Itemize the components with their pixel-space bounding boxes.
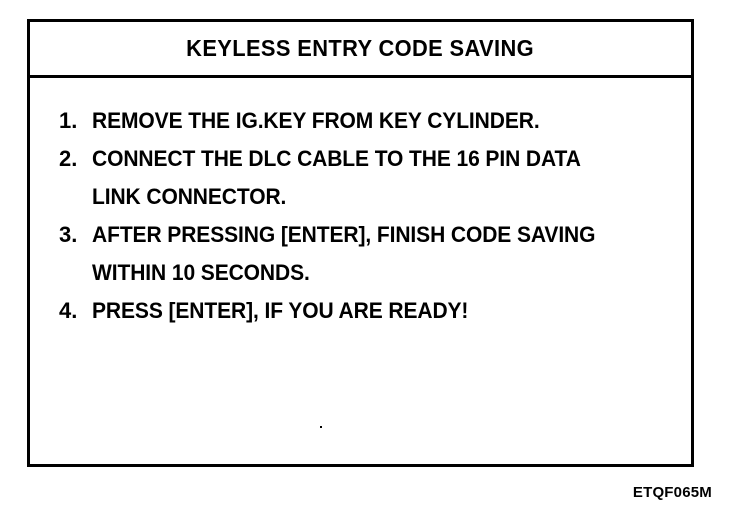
list-item-continuation: 2. LINK CONNECTOR. — [30, 178, 691, 216]
list-item: 1. REMOVE THE IG.KEY FROM KEY CYLINDER. — [30, 102, 691, 140]
page-title: KEYLESS ENTRY CODE SAVING — [186, 35, 535, 61]
list-item: 3. AFTER PRESSING [ENTER], FINISH CODE S… — [30, 216, 691, 254]
step-text-continued: LINK CONNECTOR. — [92, 184, 287, 209]
step-text: AFTER PRESSING [ENTER], FINISH CODE SAVI… — [92, 222, 596, 247]
step-number: 4. — [59, 298, 78, 323]
step-number: 1. — [59, 108, 78, 133]
step-number: 2. — [59, 146, 78, 171]
figure-caption: ETQF065M — [632, 484, 712, 501]
list-item-continuation: 3. WITHIN 10 SECONDS. — [30, 254, 691, 292]
list-item: 4. PRESS [ENTER], IF YOU ARE READY! — [30, 292, 691, 330]
panel-title-bar: KEYLESS ENTRY CODE SAVING — [30, 22, 691, 78]
instruction-step-list: 1. REMOVE THE IG.KEY FROM KEY CYLINDER. … — [30, 78, 691, 464]
step-text: REMOVE THE IG.KEY FROM KEY CYLINDER. — [92, 108, 540, 133]
step-text: CONNECT THE DLC CABLE TO THE 16 PIN DATA — [92, 146, 581, 171]
scan-artifact-speck — [320, 426, 322, 428]
keyless-entry-code-saving-panel: KEYLESS ENTRY CODE SAVING 1. REMOVE THE … — [27, 19, 694, 467]
step-number: 3. — [59, 222, 78, 247]
step-text-continued: WITHIN 10 SECONDS. — [92, 260, 310, 285]
step-text: PRESS [ENTER], IF YOU ARE READY! — [92, 298, 469, 323]
list-item: 2. CONNECT THE DLC CABLE TO THE 16 PIN D… — [30, 140, 691, 178]
